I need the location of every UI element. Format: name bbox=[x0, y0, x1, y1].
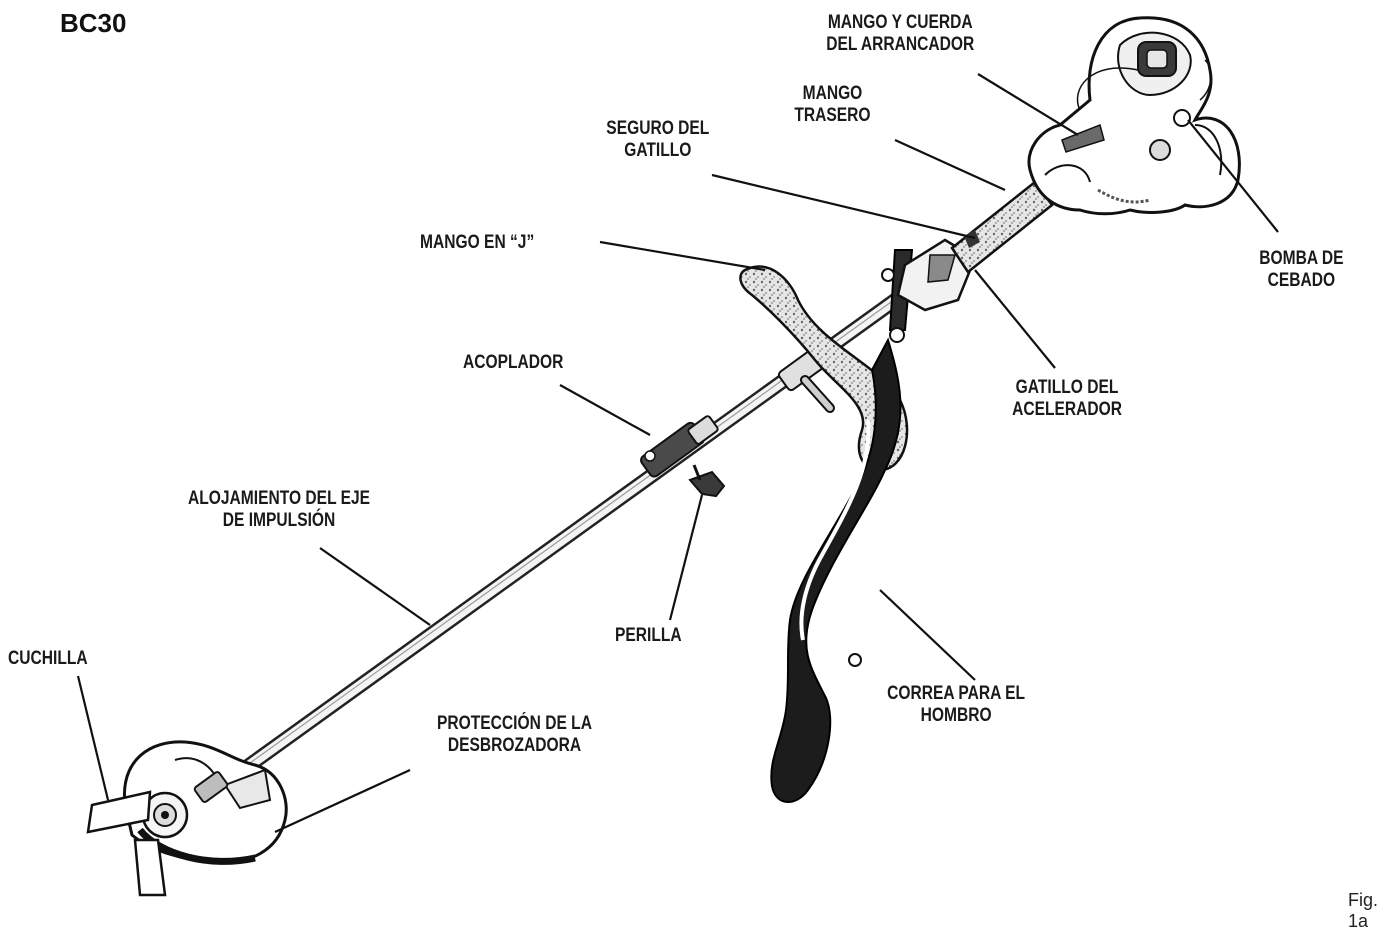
model-number: BC30 bbox=[60, 8, 127, 38]
label-strap: CORREA PARA EL HOMBRO bbox=[887, 683, 1026, 726]
brush-cutter-illustration bbox=[76, 16, 1279, 897]
label-blade: CUCHILLA bbox=[8, 648, 88, 669]
label-knob: PERILLA bbox=[615, 625, 682, 646]
leader-strap bbox=[879, 589, 976, 681]
label-primer: BOMBA DE CEBADO bbox=[1259, 248, 1344, 291]
leader-j-handle bbox=[599, 240, 766, 272]
leader-rear-handle bbox=[894, 138, 1006, 192]
figure-reference: Fig. 1a bbox=[1348, 890, 1379, 931]
label-rear-handle: MANGO TRASERO bbox=[794, 83, 871, 126]
leader-trigger-lock bbox=[711, 173, 976, 240]
rear-handle-grip bbox=[950, 180, 1054, 274]
j-handle-clamp bbox=[777, 349, 835, 413]
label-starter: MANGO Y CUERDA DEL ARRANCADOR bbox=[826, 12, 975, 55]
label-coupler: ACOPLADOR bbox=[463, 352, 564, 373]
leader-blade bbox=[76, 675, 110, 801]
throttle-housing bbox=[881, 238, 977, 312]
leader-starter bbox=[977, 73, 1079, 136]
label-shaft-housing: ALOJAMIENTO DEL EJE DE IMPULSIÓN bbox=[187, 488, 371, 531]
drive-shaft bbox=[207, 242, 973, 798]
leader-primer bbox=[1187, 119, 1279, 233]
leader-lines bbox=[76, 73, 1279, 833]
cutting-head bbox=[122, 740, 288, 865]
engine-body bbox=[1027, 16, 1241, 216]
leader-knob bbox=[668, 494, 704, 621]
knob-part bbox=[688, 464, 726, 498]
leader-guard bbox=[274, 769, 411, 833]
leader-throttle bbox=[974, 269, 1056, 369]
blade-part bbox=[86, 790, 167, 897]
leader-shaft-housing bbox=[319, 547, 431, 626]
label-throttle: GATILLO DEL ACELERADOR bbox=[1012, 377, 1122, 420]
label-guard: PROTECCIÓN DE LA DESBROZADORA bbox=[437, 713, 592, 756]
label-trigger-lock: SEGURO DEL GATILLO bbox=[606, 118, 710, 161]
coupler-part bbox=[640, 415, 719, 478]
label-j-handle: MANGO EN “J” bbox=[420, 232, 535, 253]
diagram-canvas: BC30 MANGO Y CUERDA DEL ARRANCADOR MANGO… bbox=[8, 8, 1379, 931]
leader-coupler bbox=[559, 384, 651, 436]
